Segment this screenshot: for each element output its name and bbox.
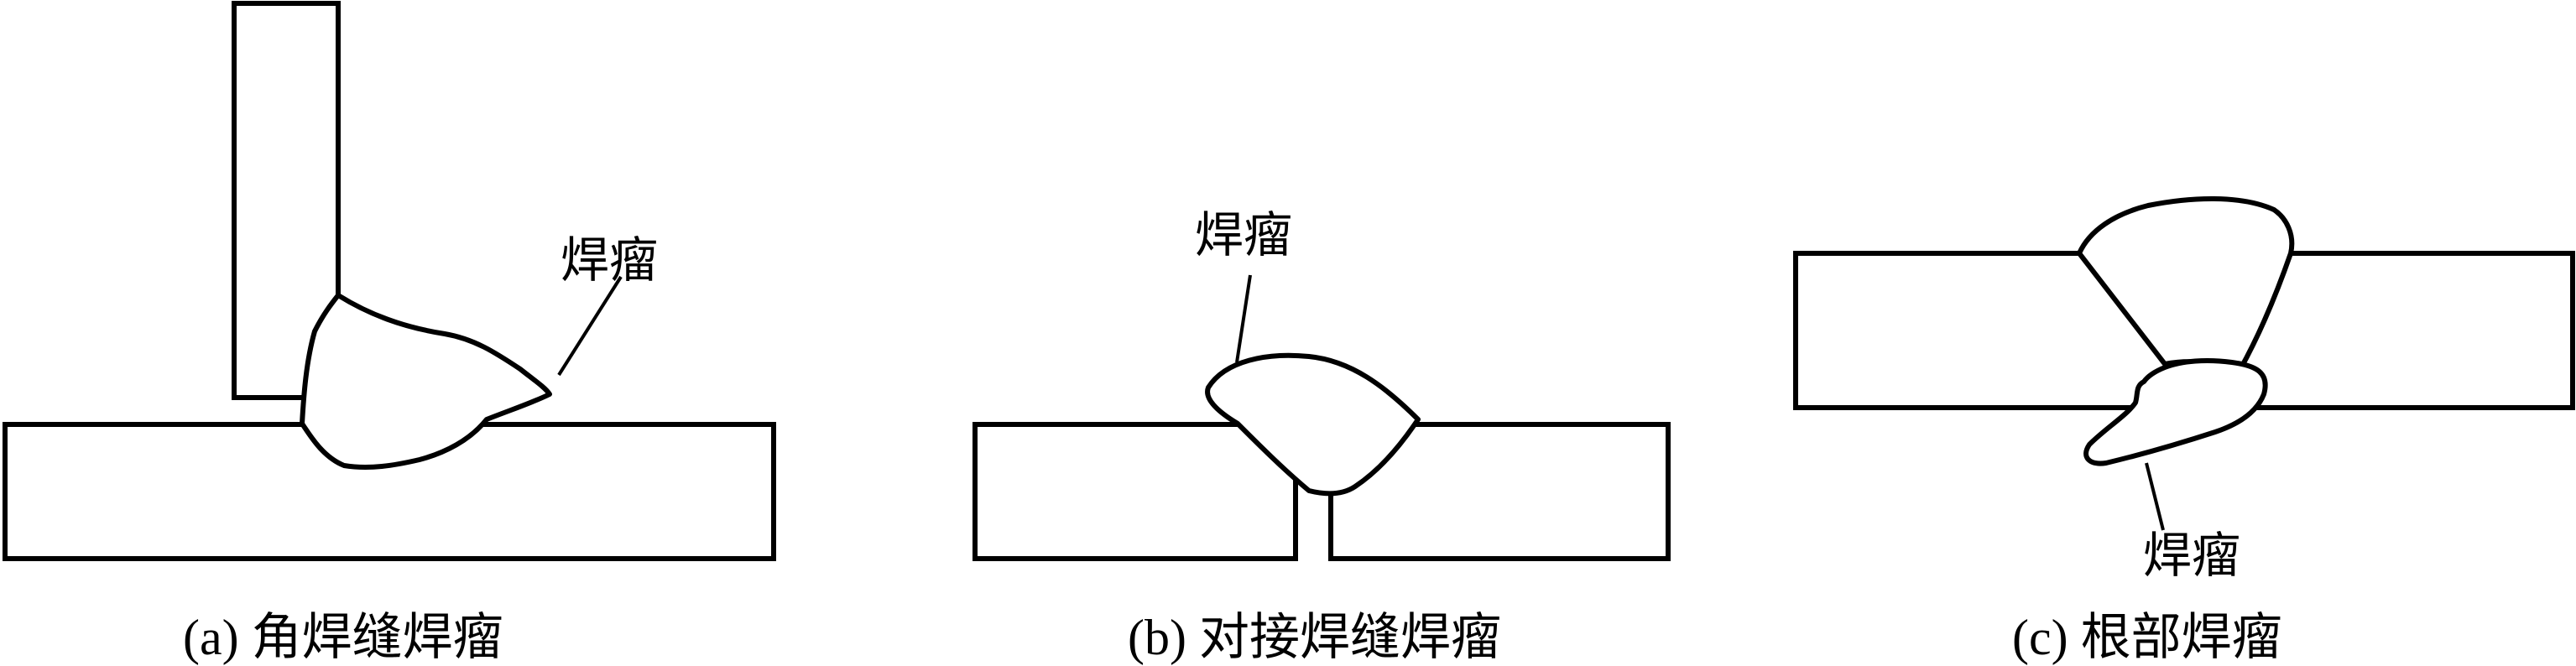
caption-a: (a) 角焊缝焊瘤 xyxy=(183,610,503,665)
panel-a: 焊瘤 (a) 角焊缝焊瘤 xyxy=(3,1,776,665)
callout-c: 焊瘤 xyxy=(2143,527,2240,584)
callout-b: 焊瘤 xyxy=(1195,206,1292,263)
leader-line-c xyxy=(2145,462,2165,531)
panel-b: 焊瘤 (b) 对接焊缝焊瘤 xyxy=(973,206,1671,665)
weld-bead-a xyxy=(300,293,552,471)
caption-b: (b) 对接焊缝焊瘤 xyxy=(1128,610,1501,665)
callout-a: 焊瘤 xyxy=(561,232,658,289)
leader-line-a xyxy=(557,275,623,377)
weld-bead-root-c xyxy=(2083,358,2268,466)
leader-line-b xyxy=(1235,274,1252,363)
caption-c: (c) 根部焊瘤 xyxy=(2012,610,2282,665)
left-plate-b xyxy=(973,422,1298,561)
weld-bead-b xyxy=(1205,352,1421,497)
weld-bead-top-c xyxy=(2077,196,2295,372)
panel-c: 焊瘤 (c) 根部焊瘤 xyxy=(1793,196,2575,665)
